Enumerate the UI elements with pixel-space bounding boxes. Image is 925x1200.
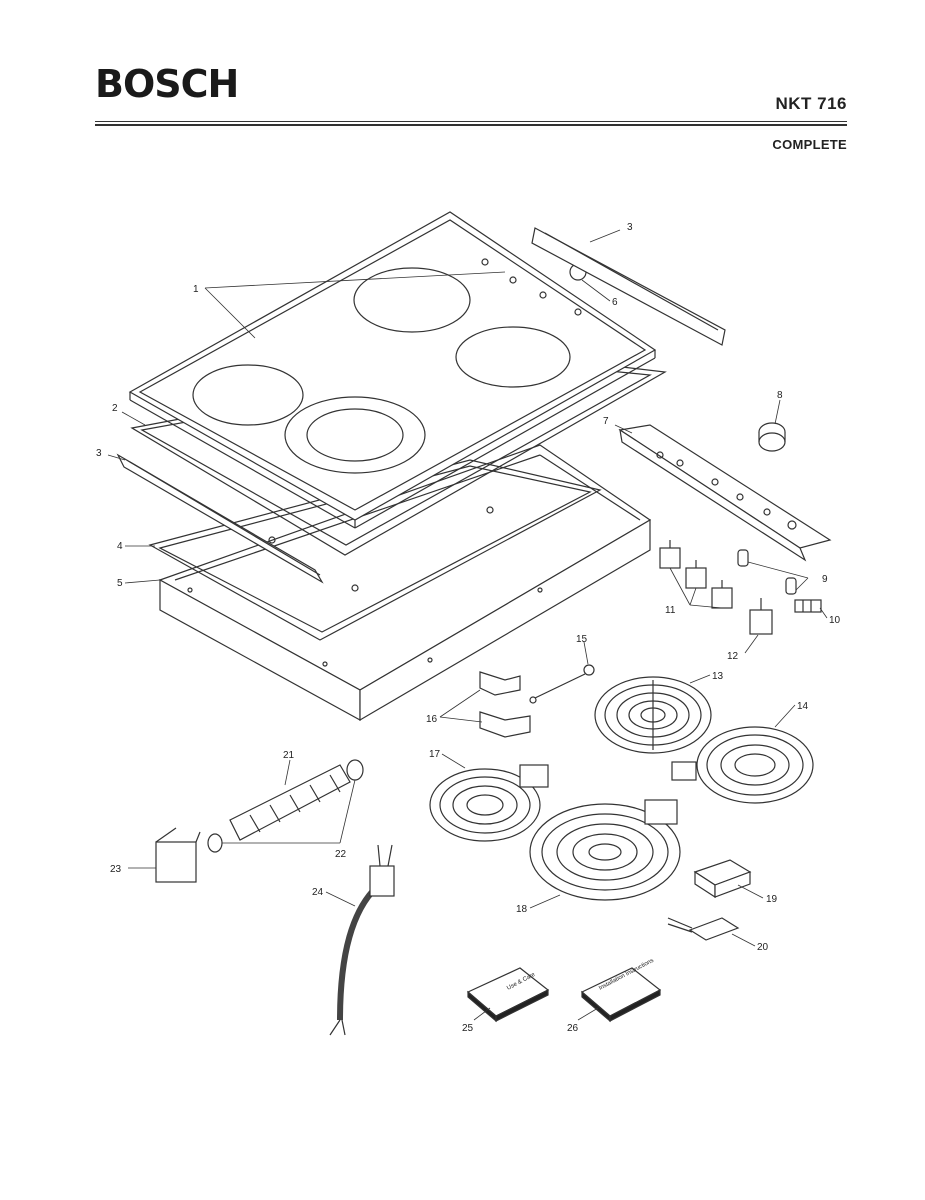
- header-rule-top: [95, 121, 847, 122]
- bushings-22: [207, 833, 223, 853]
- terminal-block-10: [794, 599, 822, 613]
- callout-15: 15: [576, 634, 588, 645]
- flex-conduit-21: [229, 759, 364, 841]
- callout-19: 19: [766, 894, 778, 905]
- callout-25: 25: [462, 1023, 474, 1034]
- callout-1: 1: [193, 284, 199, 295]
- radiant-heater-18: [529, 799, 681, 901]
- callout-9: 9: [822, 574, 828, 585]
- mounting-rail-3-lower: [116, 453, 324, 584]
- diagram-subtitle: COMPLETE: [772, 137, 847, 152]
- leader-lines: [107, 229, 828, 1021]
- callout-8: 8: [777, 390, 783, 401]
- callout-24: 24: [312, 887, 324, 898]
- model-number: NKT 716: [775, 94, 847, 113]
- power-cord-24: [329, 844, 395, 1036]
- callout-3-upper: 3: [627, 222, 633, 233]
- callout-21: 21: [283, 750, 295, 761]
- header-rule-bottom: [95, 124, 847, 126]
- wire-harness-20: [667, 917, 740, 941]
- callout-6: 6: [612, 297, 618, 308]
- temperature-limiter-16: [479, 671, 531, 738]
- housing-tray: [158, 444, 652, 722]
- brand-logo: BOSCH: [95, 62, 239, 106]
- control-panel-7: [618, 424, 832, 562]
- callout-17: 17: [429, 749, 441, 760]
- rotary-switches-11: [659, 540, 733, 609]
- callout-11: 11: [665, 605, 676, 616]
- callout-7: 7: [603, 416, 609, 427]
- indicator-lamps-9: [737, 549, 797, 595]
- callout-4: 4: [117, 541, 123, 552]
- switch-12: [749, 598, 773, 635]
- callout-14: 14: [797, 701, 809, 712]
- callout-16: 16: [426, 714, 438, 725]
- callout-20: 20: [757, 942, 769, 953]
- callout-22: 22: [335, 849, 347, 860]
- manual-installation-26: [580, 967, 662, 1023]
- manual-use-care-25: [466, 967, 550, 1023]
- callout-2: 2: [112, 403, 118, 414]
- callout-5: 5: [117, 578, 123, 589]
- junction-box-23: [155, 827, 201, 883]
- sensor-rod-15: [529, 664, 595, 704]
- terminal-block-19: [693, 859, 752, 899]
- mounting-rail-3-upper: [531, 227, 726, 346]
- glass-cooktop-1: [128, 211, 657, 529]
- callout-12: 12: [727, 651, 739, 662]
- callout-13: 13: [712, 671, 724, 682]
- control-knob-8: [758, 422, 786, 452]
- radiant-heater-14: [671, 726, 814, 804]
- callout-18: 18: [516, 904, 528, 915]
- callout-26: 26: [567, 1023, 579, 1034]
- radiant-heater-17: [429, 764, 549, 842]
- radiant-heater-13: [594, 676, 712, 754]
- callout-10: 10: [829, 615, 841, 626]
- callout-3-lower: 3: [96, 448, 102, 459]
- callout-23: 23: [110, 864, 122, 875]
